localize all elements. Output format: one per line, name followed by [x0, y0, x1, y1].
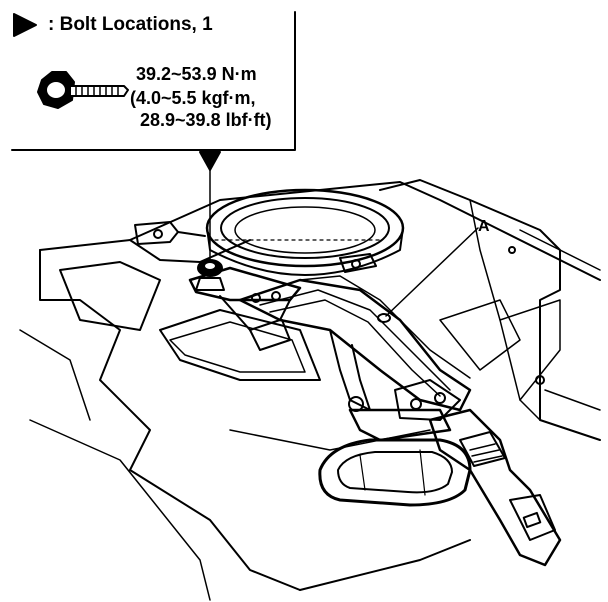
callout-a-leader: [385, 227, 479, 317]
buckle-tongue: [428, 408, 562, 567]
wire-clip-left: [134, 221, 206, 245]
loop-handle: [318, 438, 472, 507]
torque-spec-lbfft: 28.9~39.8 lbf·ft): [140, 110, 272, 130]
bolt-location-pointer-icon: [199, 151, 221, 171]
mount-bolt: [195, 259, 225, 291]
flange-bolt-icon: [37, 71, 129, 109]
wire-clip-right: [339, 253, 377, 273]
callout-label-a: A: [478, 218, 490, 235]
legend-box: [11, 11, 296, 151]
hinge-assembly: [329, 329, 461, 442]
torque-spec-nm: 39.2~53.9 N·m: [136, 64, 257, 84]
torque-spec-kgfm: (4.0~5.5 kgf·m,: [130, 88, 256, 108]
bolt-location-marker-icon: [13, 13, 37, 37]
mounting-bracket: [188, 266, 302, 351]
seat-belt-strap: [238, 275, 472, 412]
legend-title: : Bolt Locations, 1: [48, 14, 213, 35]
side-body-panel: [379, 179, 601, 441]
round-housing: [205, 188, 405, 276]
floor-panel-outline: [19, 181, 601, 601]
